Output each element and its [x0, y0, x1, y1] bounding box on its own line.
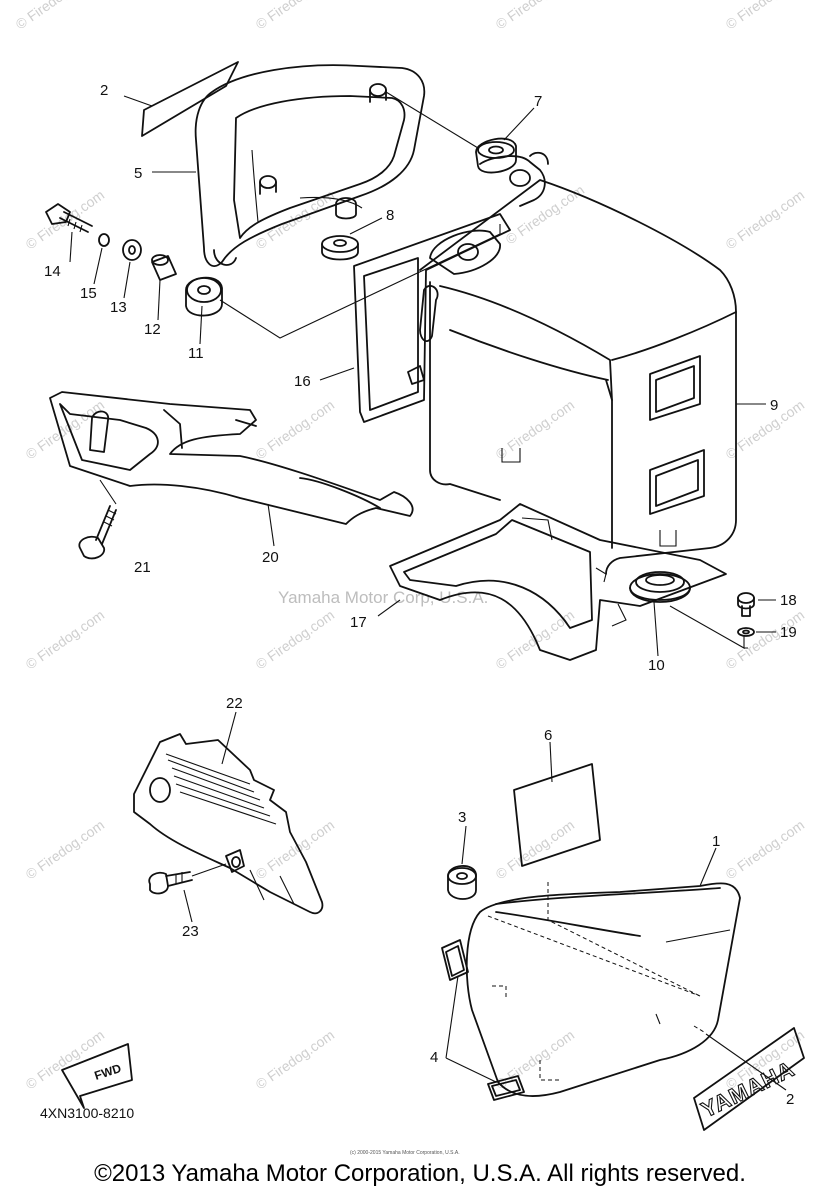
part-12-collar — [151, 254, 177, 281]
watermark-layer: © Firedog.com © Firedog.com © Firedog.co… — [13, 0, 808, 1092]
callout-2: 2 — [100, 82, 108, 99]
part-16-bracket — [353, 151, 549, 423]
assembly-line-11 — [219, 224, 501, 339]
watermark: © Firedog.com — [23, 607, 108, 673]
part-14-bolt — [45, 203, 93, 233]
callout-7: 7 — [534, 93, 542, 110]
part-2-label-upper — [141, 61, 239, 137]
part-23-screw — [148, 863, 227, 895]
watermark: © Firedog.com — [493, 0, 578, 32]
callout-6: 6 — [544, 727, 552, 744]
watermark: © Firedog.com — [723, 0, 808, 32]
leader-21 — [99, 479, 117, 505]
callout-11: 11 — [188, 345, 204, 362]
part-18-screw — [737, 592, 755, 617]
part-1-side-cover — [465, 882, 741, 1097]
part-6-label — [513, 763, 601, 867]
callout-15: 15 — [80, 285, 97, 302]
watermark: © Firedog.com — [23, 397, 108, 463]
callout-10: 10 — [648, 657, 665, 674]
part-3-grommet — [447, 865, 477, 900]
watermark: © Firedog.com — [23, 1027, 108, 1093]
callout-5: 5 — [134, 165, 142, 182]
watermark: © Firedog.com — [23, 817, 108, 883]
callout-labels: 2 5 7 8 14 15 13 12 11 16 9 21 20 17 18 … — [44, 82, 797, 1108]
callout-20: 20 — [262, 549, 279, 566]
part-19-washer — [737, 627, 755, 637]
fine-print: (c) 2000-2015 Yamaha Motor Corporation, … — [350, 1150, 460, 1156]
callout-14: 14 — [44, 263, 61, 280]
callout-13: 13 — [110, 299, 127, 316]
watermark: © Firedog.com — [493, 397, 578, 463]
callout-4: 4 — [430, 1049, 438, 1066]
watermark: © Firedog.com — [253, 1027, 338, 1093]
callout-3: 3 — [458, 809, 466, 826]
copyright-footer: ©2013 Yamaha Motor Corporation, U.S.A. A… — [94, 1160, 746, 1187]
part-22-side-cover — [133, 733, 324, 915]
part-5-inner-cover — [194, 64, 426, 267]
part-15-washer — [98, 233, 110, 247]
part-13-washer — [122, 239, 142, 261]
leader-lines — [69, 95, 787, 1091]
callout-1: 1 — [712, 833, 720, 850]
leader-10-19 — [669, 605, 748, 649]
watermark: © Firedog.com — [493, 817, 578, 883]
callout-23: 23 — [182, 923, 199, 940]
callout-18: 18 — [780, 592, 797, 609]
part-4-damper — [441, 939, 525, 1101]
center-watermark: Yamaha Motor Corp, U.S.A. — [278, 588, 488, 607]
watermark: © Firedog.com — [13, 0, 98, 32]
callout-19: 19 — [780, 624, 797, 641]
callout-2-lower: 2 — [786, 1091, 794, 1108]
callout-16: 16 — [294, 373, 311, 390]
catalog-number: 4XN3100-8210 — [40, 1105, 134, 1121]
assembly-line-7 — [385, 91, 479, 149]
watermark: © Firedog.com — [253, 817, 338, 883]
watermark: © Firedog.com — [253, 607, 338, 673]
part-17-lower-bracket — [389, 503, 727, 661]
callout-17: 17 — [350, 614, 367, 631]
part-11-grommet — [185, 276, 223, 317]
watermark: © Firedog.com — [723, 187, 808, 253]
part-10-damper — [629, 571, 691, 603]
part-21-screw — [78, 505, 117, 560]
callout-9: 9 — [770, 397, 778, 414]
watermark: © Firedog.com — [723, 817, 808, 883]
callout-8: 8 — [386, 207, 394, 224]
part-8-grommet — [321, 235, 359, 261]
fwd-label: FWD — [93, 1061, 124, 1083]
part-20-cover — [49, 391, 414, 525]
watermark: © Firedog.com — [503, 182, 588, 248]
watermark: © Firedog.com — [253, 0, 338, 32]
part-9-battery-box — [419, 179, 737, 575]
callout-22: 22 — [226, 695, 243, 712]
callout-12: 12 — [144, 321, 161, 338]
callout-21: 21 — [134, 559, 151, 576]
watermark: © Firedog.com — [253, 397, 338, 463]
